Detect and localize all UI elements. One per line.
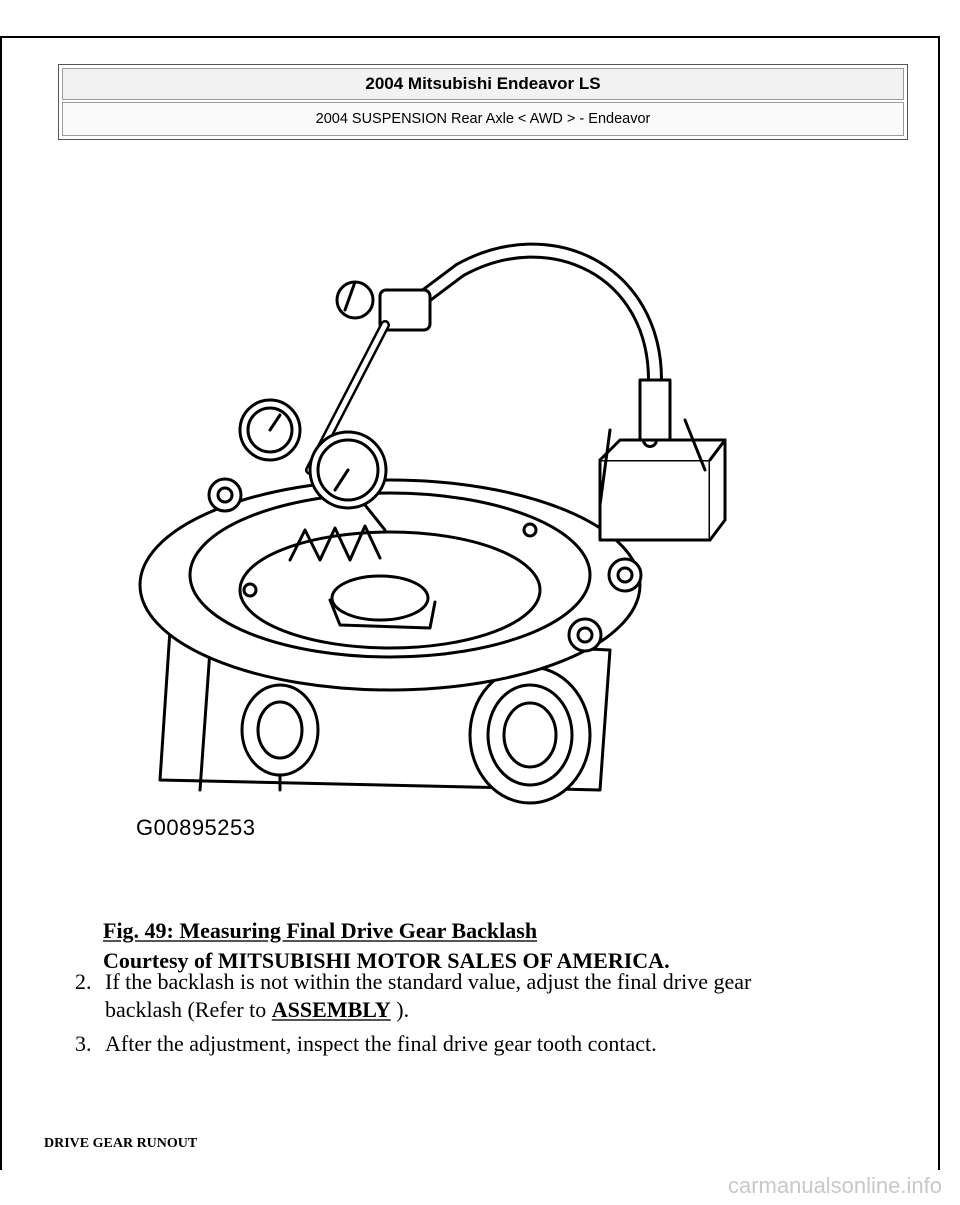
step-2: 2. If the backlash is not within the sta…	[75, 968, 875, 1024]
step-text-line1: After the adjustment, inspect the final …	[105, 1031, 657, 1056]
step-text-line1: If the backlash is not within the standa…	[105, 969, 752, 994]
step-text-prefix: backlash (Refer to	[105, 997, 272, 1022]
figure-id-label: G00895253	[136, 815, 256, 840]
step-text-line2: backlash (Refer to ASSEMBLY ).	[105, 996, 409, 1024]
step-number: 2.	[75, 969, 92, 994]
section-subtitle: 2004 SUSPENSION Rear Axle < AWD > - Ende…	[62, 102, 904, 136]
step-3: 3. After the adjustment, inspect the fin…	[75, 1030, 875, 1058]
section-heading: DRIVE GEAR RUNOUT	[44, 1136, 198, 1151]
figure-caption-title: Fig. 49: Measuring Final Drive Gear Back…	[103, 918, 538, 943]
figure-caption-credit: Courtesy of MITSUBISHI MOTOR SALES OF AM…	[103, 948, 670, 973]
document-header: 2004 Mitsubishi Endeavor LS 2004 SUSPENS…	[58, 64, 908, 140]
assembly-link[interactable]: ASSEMBLY	[271, 997, 391, 1022]
backlash-measurement-illustration	[138, 242, 727, 805]
step-text-suffix: ).	[390, 997, 410, 1022]
vehicle-title: 2004 Mitsubishi Endeavor LS	[62, 68, 904, 100]
page-frame	[0, 36, 940, 1170]
watermark: carmanualsonline.info	[727, 1173, 942, 1198]
step-number: 3.	[75, 1031, 92, 1056]
